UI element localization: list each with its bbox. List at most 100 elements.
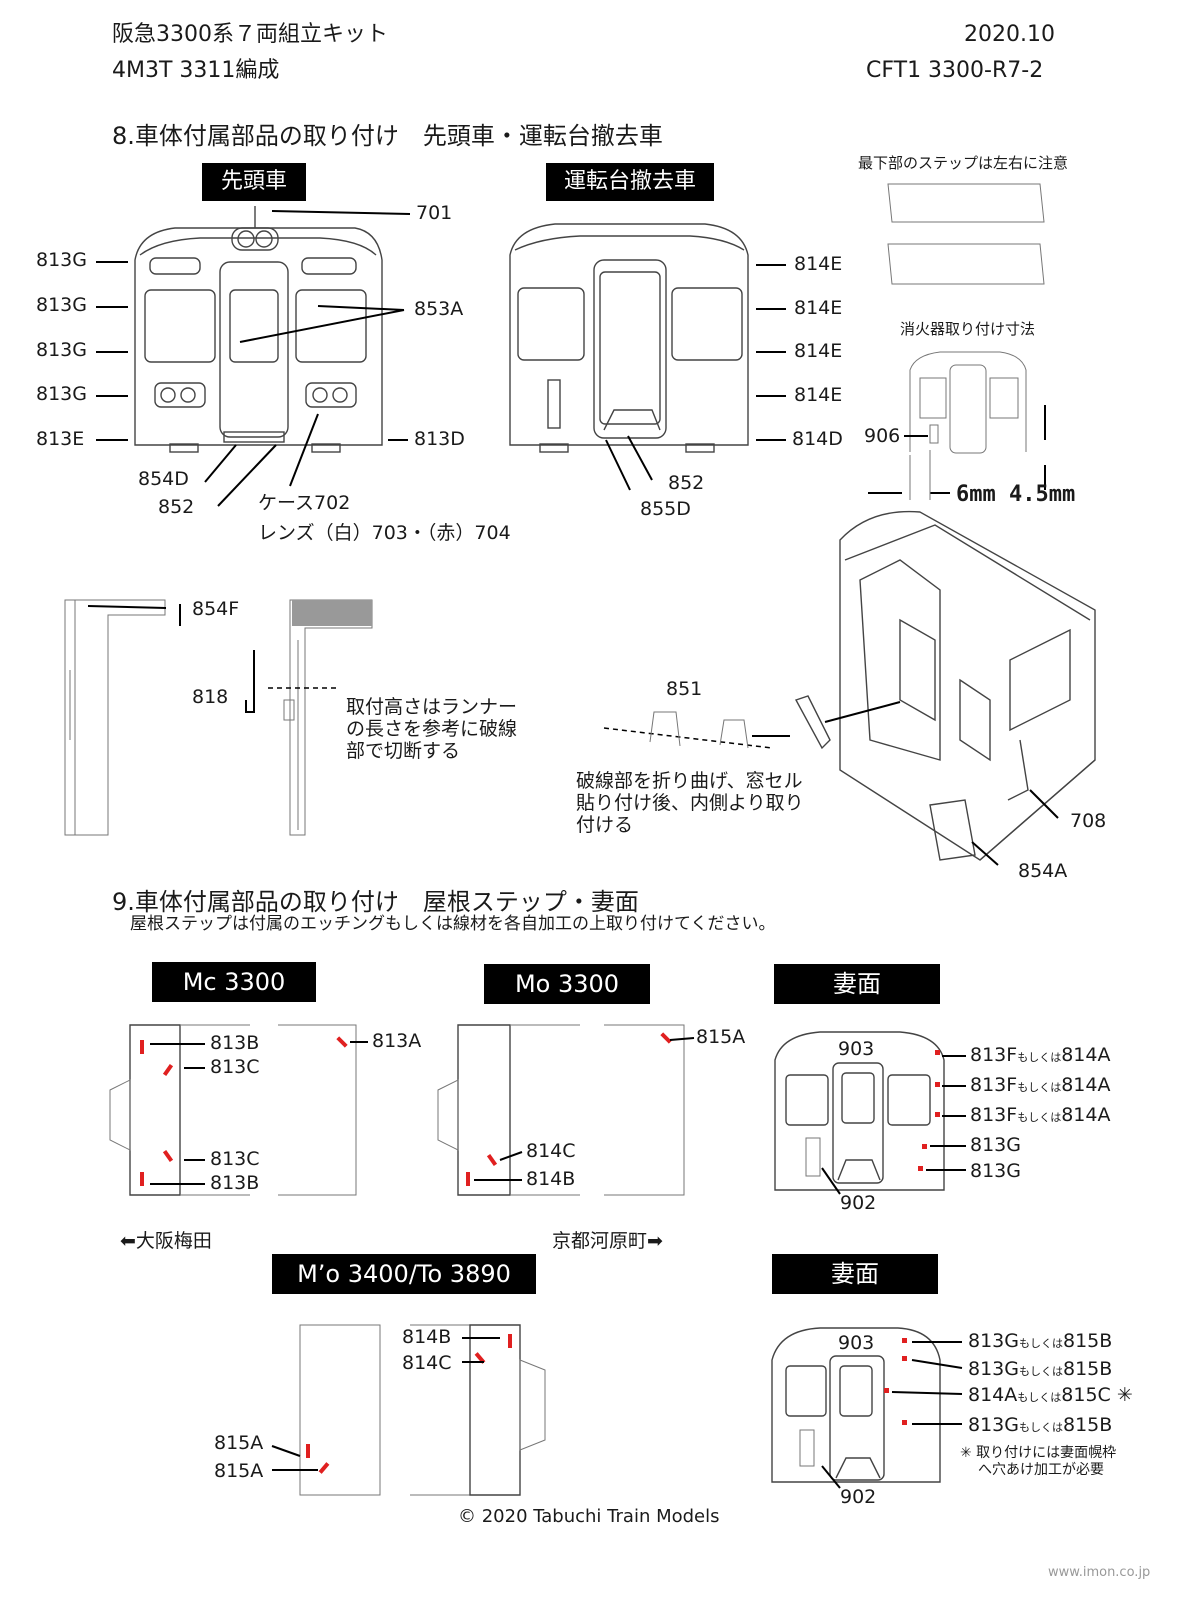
g-label-3: 813Gもしくは815B <box>968 1416 1112 1435</box>
label-814e-2: 814E <box>794 297 843 319</box>
cab-removed-car-drawing <box>509 223 749 453</box>
copyright: © 2020 Tabuchi Train Models <box>458 1506 720 1527</box>
cut-note-2: の長さを参考に破線 <box>346 718 518 740</box>
label-813c-top: 813C <box>210 1056 260 1078</box>
label-813d: 813D <box>414 428 465 450</box>
label-813g-1: 813G <box>36 249 87 271</box>
label-815b: 815B <box>1063 1358 1113 1380</box>
label-815b: 815B <box>1063 1330 1113 1352</box>
box-mo3300: Mo 3300 <box>484 964 650 1004</box>
direction-kyoto: 京都河原町➡ <box>552 1230 663 1252</box>
label-854d: 854D <box>138 468 189 490</box>
label-814a: 814A <box>1061 1044 1111 1066</box>
label-813e: 813E <box>36 428 85 450</box>
label-814d: 814D <box>792 428 843 450</box>
alt-label-3: 813Fもしくは814A <box>970 1106 1110 1125</box>
cut-note-1: 取付高さはランナー <box>346 696 518 718</box>
direction-osaka: ⬅大阪梅田 <box>120 1230 212 1252</box>
isometric-car-drawing <box>824 510 1096 866</box>
star-note-1: ✳ 取り付けには妻面幌枠 <box>960 1445 1117 1461</box>
label-818: 818 <box>192 686 229 708</box>
label-813g-3: 813G <box>36 339 87 361</box>
doc-title: 阪急3300系７両組立キット <box>112 22 388 47</box>
label-813b-top: 813B <box>210 1032 260 1054</box>
extinguisher-note: 消火器取り付け寸法 <box>900 320 1036 338</box>
extinguisher-drawing <box>868 351 1046 500</box>
g-label-2: 813Gもしくは815B <box>968 1360 1112 1379</box>
label-814c-mo2: 814C <box>402 1352 452 1374</box>
section-9-title: 9.車体付属部品の取り付け 屋根ステップ・妻面 <box>112 888 639 916</box>
box-end-face-1: 妻面 <box>774 964 940 1004</box>
label-or: もしくは <box>1019 1421 1063 1434</box>
label-or: もしくは <box>1017 1391 1062 1404</box>
box-end-face-2: 妻面 <box>772 1254 938 1294</box>
label-852-removed: 852 <box>668 472 705 494</box>
end-face-1-drawing <box>774 1031 966 1195</box>
label-815c: 815C ✳ <box>1061 1384 1133 1406</box>
label-814c-mo: 814C <box>526 1140 576 1162</box>
label-852-front: 852 <box>158 496 195 518</box>
sec8-arrows <box>87 210 928 609</box>
label-813g: 813G <box>968 1414 1019 1436</box>
label-or: もしくは <box>1019 1365 1063 1378</box>
label-813g-end-1: 813G <box>970 1134 1021 1156</box>
label-or: もしくは <box>1019 1337 1063 1350</box>
section-views <box>64 599 373 836</box>
star-note-2: へ穴あけ加工が必要 <box>978 1462 1104 1478</box>
alt-label-1: 813Fもしくは814A <box>970 1046 1110 1065</box>
step-note: 最下部のステップは左右に注意 <box>858 154 1069 172</box>
dimension-label: 6mm 4.5mm <box>956 482 1076 507</box>
a-label: 814Aもしくは815C ✳ <box>968 1386 1133 1405</box>
label-or: もしくは <box>1017 1111 1062 1124</box>
section-8-title: 8.車体付属部品の取り付け 先頭車・運転台撤去車 <box>112 122 663 150</box>
label-814e-4: 814E <box>794 384 843 406</box>
label-708: 708 <box>1070 810 1107 832</box>
fold-note-3: 付ける <box>576 814 634 836</box>
fold-note-1: 破線部を折り曲げ、窓セル <box>576 770 803 792</box>
label-902-2: 902 <box>840 1486 877 1508</box>
label-855d: 855D <box>640 498 691 520</box>
mc3300-drawing <box>109 1024 368 1196</box>
box-mo3400: M’o 3400/To 3890 <box>272 1254 536 1294</box>
label-813g-4: 813G <box>36 383 87 405</box>
label-814b-mo2: 814B <box>402 1326 452 1348</box>
mo3300-drawing <box>437 1024 695 1196</box>
label-813b-bottom: 813B <box>210 1172 260 1194</box>
watermark: www.imon.co.jp <box>1048 1565 1151 1580</box>
box-cab-removed-car: 運転台撤去車 <box>546 163 714 201</box>
label-701: 701 <box>416 202 453 224</box>
label-or: もしくは <box>1017 1081 1062 1094</box>
label-814a: 814A <box>968 1384 1018 1406</box>
label-815b: 815B <box>1063 1414 1113 1436</box>
label-813c-bottom: 813C <box>210 1148 260 1170</box>
end-face-2-drawing <box>771 1327 963 1489</box>
label-814b-mo: 814B <box>526 1168 576 1190</box>
step-drawings <box>887 183 1045 285</box>
fold-note-2: 貼り付け後、内側より取り <box>576 792 804 814</box>
label-813a: 813A <box>372 1030 422 1052</box>
label-814e-1: 814E <box>794 253 843 275</box>
label-case-702: ケース702 <box>258 492 351 514</box>
label-813g: 813G <box>968 1330 1019 1352</box>
g-label-1: 813Gもしくは815B <box>968 1332 1112 1351</box>
doc-date: 2020.10 <box>964 22 1055 47</box>
front-car-drawing <box>134 206 383 453</box>
formation: 4M3T 3311編成 <box>112 58 280 83</box>
label-813f: 813F <box>970 1044 1018 1066</box>
box-front-car: 先頭車 <box>202 163 306 201</box>
mo3400-drawing <box>271 1324 546 1496</box>
label-902-1: 902 <box>840 1192 877 1214</box>
label-814a: 814A <box>1061 1104 1111 1126</box>
label-813g: 813G <box>968 1358 1019 1380</box>
box-mc3300: Mc 3300 <box>152 962 316 1002</box>
label-853a: 853A <box>414 298 464 320</box>
label-903-2: 903 <box>838 1332 875 1354</box>
section-9-subtitle: 屋根ステップは付属のエッチングもしくは線材を各自加工の上取り付けてください。 <box>130 914 776 934</box>
label-854a: 854A <box>1018 860 1068 882</box>
label-851: 851 <box>666 678 703 700</box>
label-815a-mo: 815A <box>696 1026 746 1048</box>
label-or: もしくは <box>1017 1051 1062 1064</box>
label-815a-2: 815A <box>214 1460 264 1482</box>
label-814a: 814A <box>1061 1074 1111 1096</box>
